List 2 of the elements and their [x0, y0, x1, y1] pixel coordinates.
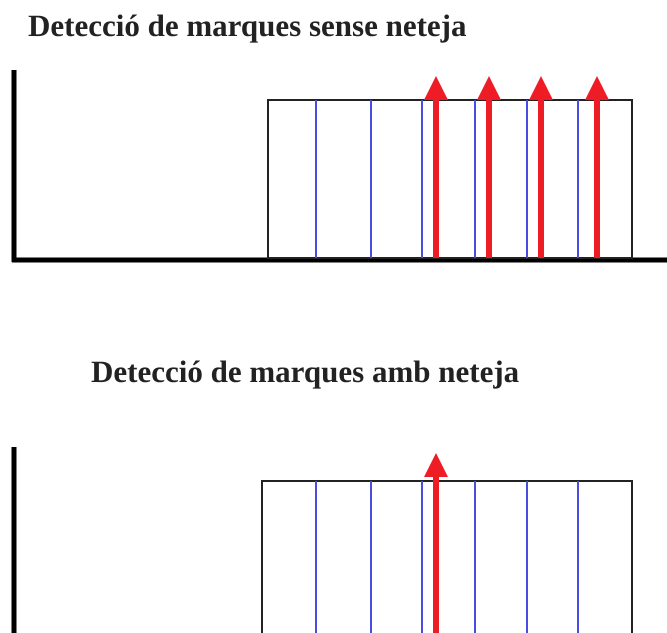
heading: Detecció de marques sense neteja	[28, 8, 466, 44]
heading: Detecció de marques amb neteja	[91, 354, 520, 390]
